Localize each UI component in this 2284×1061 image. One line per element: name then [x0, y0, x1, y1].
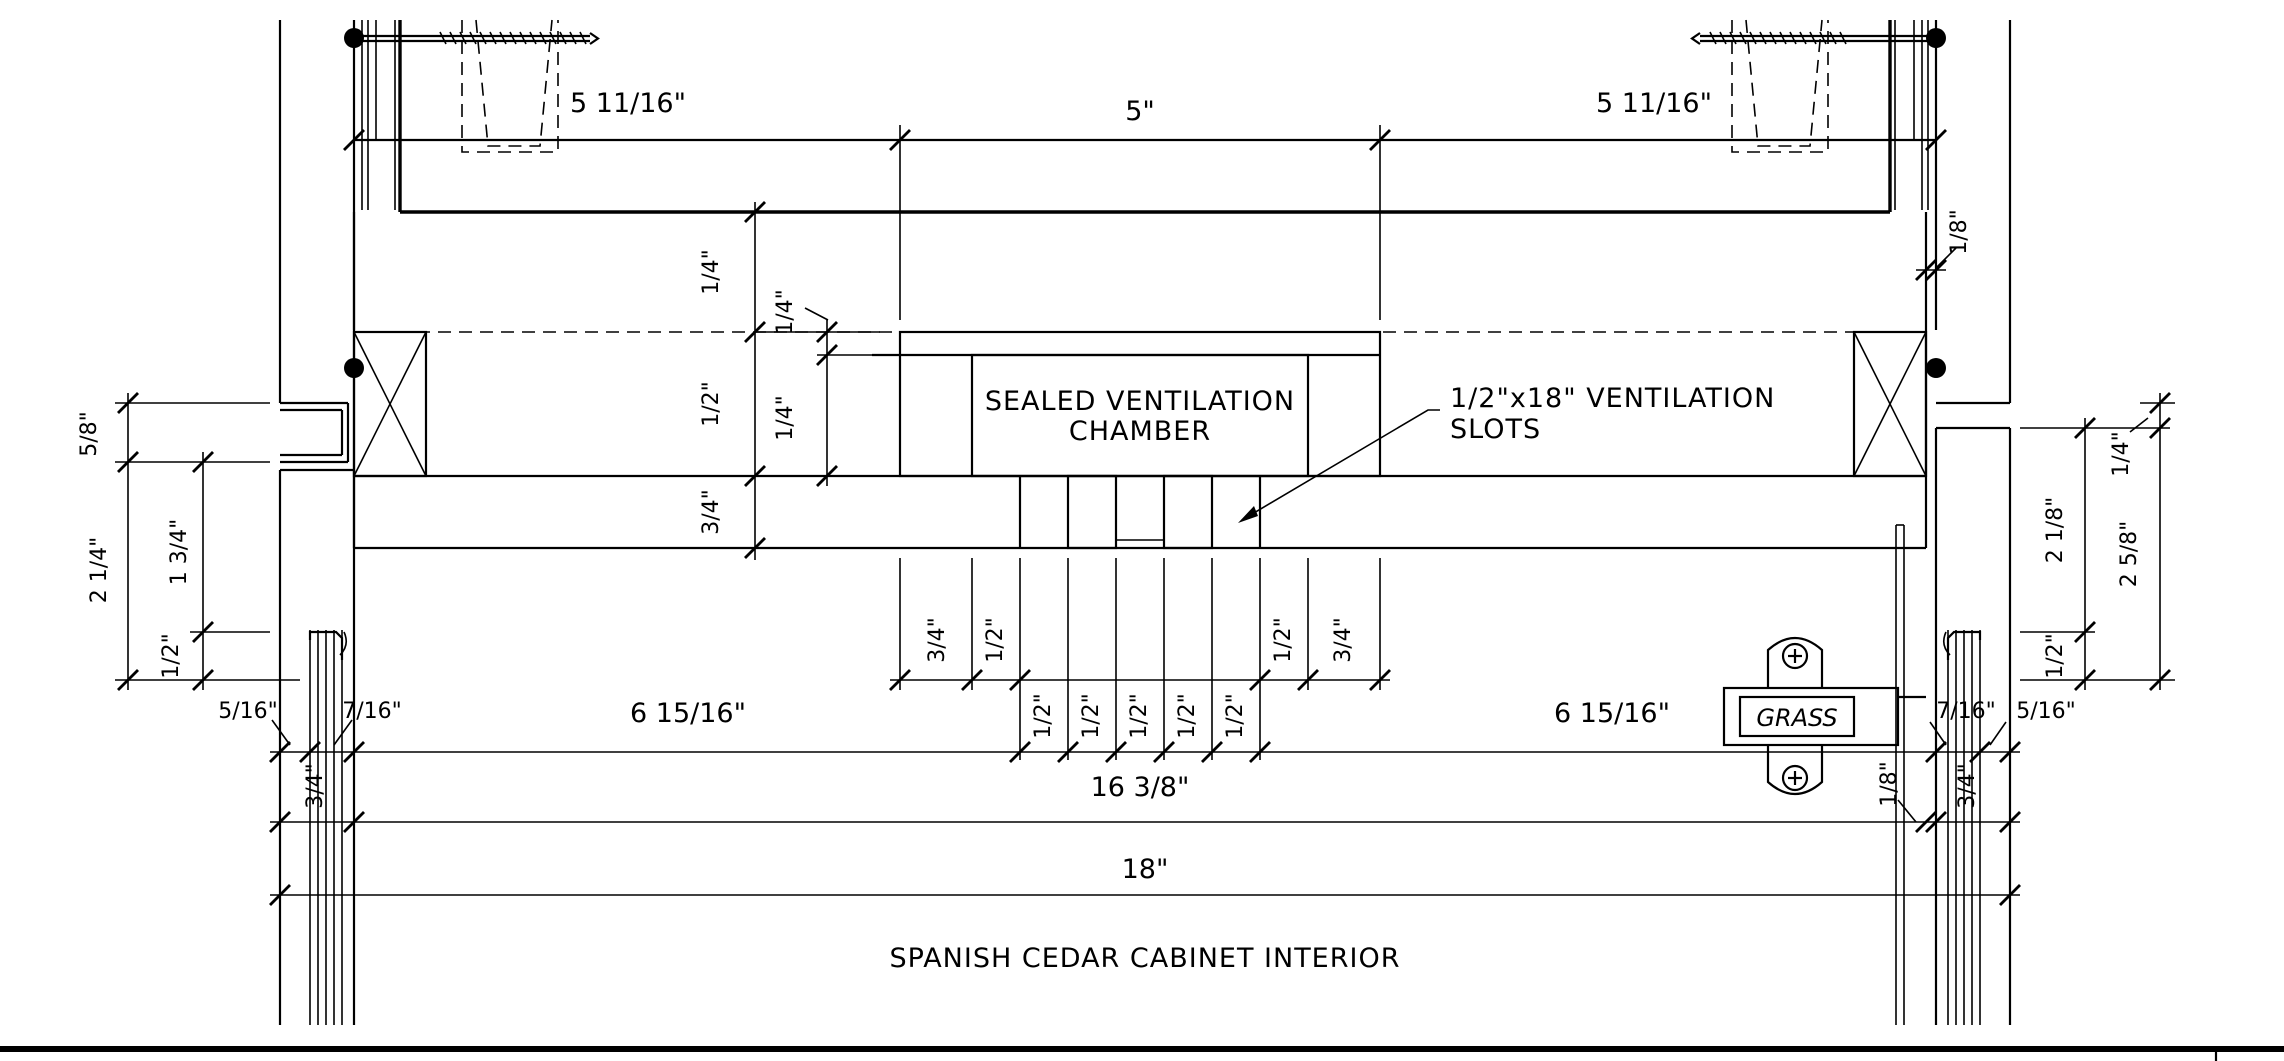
dim-left-door: 3/4" [303, 763, 328, 809]
dim-top-center: 5" [1125, 96, 1155, 127]
slots-label-line1: 1/2"x18" VENTILATION [1450, 383, 1775, 414]
dim-upper-quarter: 1/4" [699, 249, 724, 295]
interior-label: SPANISH CEDAR CABINET INTERIOR [890, 943, 1401, 974]
right-side-wall [1894, 20, 2012, 1025]
dim-slot-left-three-quarter: 3/4" [925, 617, 950, 663]
dim-three-quarter: 3/4" [699, 489, 724, 535]
dim-right-two-eighth: 2 1/8" [2043, 497, 2068, 564]
dim-left-one-three-quarter: 1 3/4" [167, 519, 192, 586]
screw-left [362, 31, 600, 45]
dim-right-top-eighth: 1/8" [1947, 209, 1972, 255]
dim-slot-spacing-4: 1/2" [1175, 693, 1200, 739]
dim-left-half: 1/2" [159, 633, 184, 679]
dim-right-door: 3/4" [1955, 763, 1980, 809]
dim-left-seven-sixteenths: 7/16" [342, 699, 402, 724]
chamber-label: SEALED VENTILATION CHAMBER [985, 386, 1295, 447]
slots-callout: 1/2"x18" VENTILATION SLOTS [1238, 383, 1775, 523]
grass-hinge-label: GRASS [1756, 704, 1837, 732]
dim-right-quarter: 1/4" [2109, 431, 2134, 477]
screw-right [1690, 31, 1928, 45]
grass-hinge: GRASS [1722, 637, 1926, 795]
chamber-label-line1: SEALED VENTILATION [985, 386, 1295, 417]
dim-overall-width: 18" [1122, 854, 1169, 885]
hinge-screw-top-icon [1781, 642, 1809, 670]
dim-top-right-gap: 5 11/16" [1596, 88, 1712, 119]
dim-right-panel-width: 6 15/16" [1554, 698, 1670, 729]
slots-label-line2: SLOTS [1450, 414, 1541, 445]
dim-slot-spacing-3: 1/2" [1127, 693, 1152, 739]
left-side-wall [278, 20, 396, 1025]
chamber-label-line2: CHAMBER [1069, 416, 1211, 447]
ventilation-shelf [352, 125, 1928, 550]
dim-slot-spacing-2: 1/2" [1079, 693, 1104, 739]
dim-inner-width: 16 3/8" [1091, 772, 1190, 803]
dim-inner-quarter: 1/4" [773, 395, 798, 441]
dim-half-height: 1/2" [699, 381, 724, 427]
dim-right-two-five-eighths: 2 5/8" [2117, 521, 2142, 588]
dimension-labels: 5 11/16" 5" 5 11/16" 1/8" 1/4" 1/4" 1/2"… [77, 88, 2142, 885]
title-block-border [0, 1046, 2284, 1061]
dim-left-two-quarter: 2 1/4" [87, 537, 112, 604]
dim-small-quarter: 1/4" [773, 289, 798, 335]
dim-right-five-sixteenths: 5/16" [2016, 699, 2076, 724]
dimension-lines [115, 129, 2175, 906]
dim-slot-left-half: 1/2" [983, 617, 1008, 663]
dim-slot-spacing-1: 1/2" [1031, 693, 1056, 739]
hinge-screw-bottom-icon [1781, 764, 1809, 792]
dim-right-half: 1/2" [2043, 633, 2068, 679]
dim-left-five-sixteenths: 5/16" [218, 699, 278, 724]
dim-right-seven-sixteenths: 7/16" [1936, 699, 1996, 724]
dim-top-left-gap: 5 11/16" [570, 88, 686, 119]
dim-slot-right-three-quarter: 3/4" [1331, 617, 1356, 663]
dim-right-eighth: 1/8" [1877, 761, 1902, 807]
top-drawer-box [354, 19, 1936, 214]
dim-slot-spacing-5: 1/2" [1223, 693, 1248, 739]
dim-left-five-eighths: 5/8" [77, 411, 102, 457]
dim-left-panel-width: 6 15/16" [630, 698, 746, 729]
dim-slot-right-half: 1/2" [1271, 617, 1296, 663]
